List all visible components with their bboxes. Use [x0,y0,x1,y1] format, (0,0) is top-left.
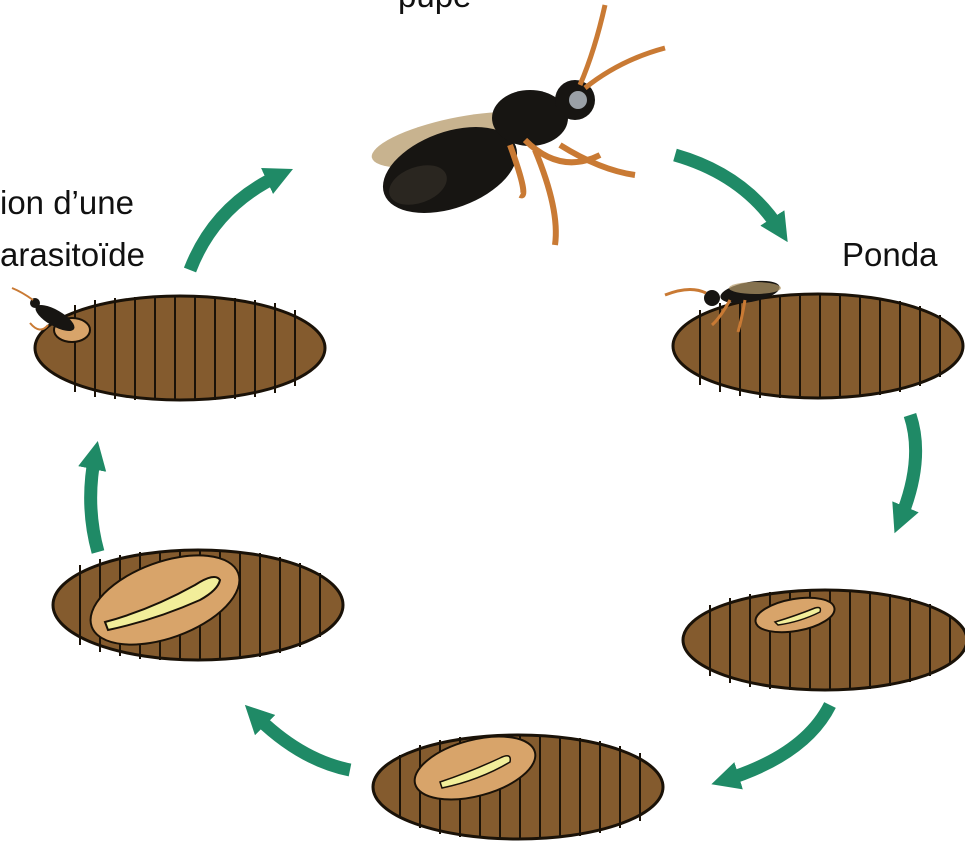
parasitoid-wasp-icon [367,5,665,245]
arrow-oviposition-to-egg [900,415,916,520]
host-pupa-mature-larva [53,538,343,663]
stage-label-oviposition: Ponda [842,238,937,271]
stage-label-adult: pupe [398,0,471,12]
arrow-egg-to-larva [725,705,830,780]
host-pupa-oviposition [665,277,963,398]
arrow-adult-to-oviposition [675,155,780,230]
host-pupa-emergence [12,288,325,400]
arrow-emergence-to-adult [190,175,280,270]
host-pupa-young-larva [683,590,965,690]
stage-label-emergence-line1: ion d’une [0,186,134,219]
host-pupa-growing-larva [373,725,663,839]
arrow-larva-to-mature-larva [255,715,350,770]
arrow-mature-larva-to-emergence [91,455,98,552]
stage-label-emergence-line2: arasitoïde [0,238,145,271]
emerging-wasp-icon [12,288,78,336]
